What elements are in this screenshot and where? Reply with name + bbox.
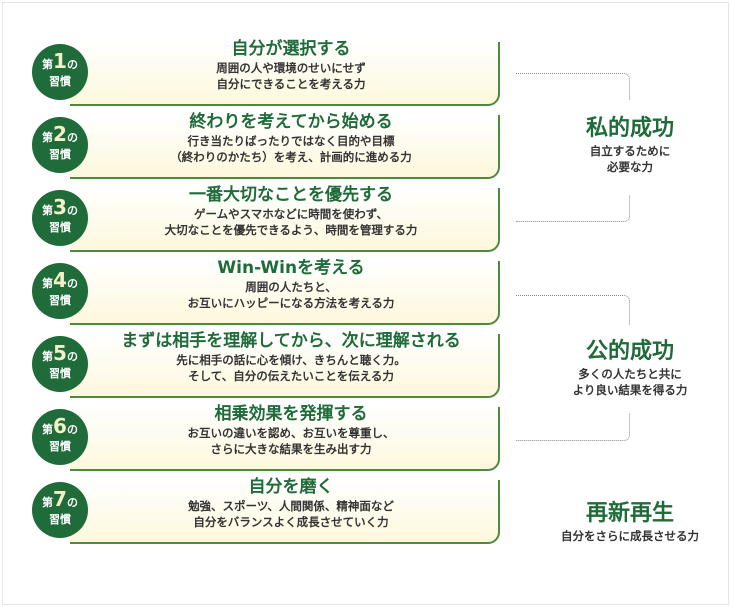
habit-title: 自分を磨く (248, 477, 334, 497)
habit-desc: そして、自分の伝えたいことを伝える力 (188, 369, 394, 383)
habit-card (70, 115, 500, 179)
badge-label: 習慣 (49, 367, 71, 380)
habit-row: 第3の 習慣 一番大切なことを優先する ゲームやスマホなどに時間を使わず、 大切… (30, 184, 500, 252)
habit-desc: お互いの違いを認め、お互いを尊重し、 (187, 426, 395, 440)
badge-label: 習慣 (49, 148, 71, 161)
habit-card (70, 407, 500, 471)
badge-number: 5 (53, 341, 67, 365)
badge-prefix: 第 (42, 350, 54, 363)
habit-row: 第2の 習慣 終わりを考えてから始める 行き当たりばったりではなく目的や目標 （… (30, 111, 500, 179)
habit-title: Win-Winを考える (217, 258, 365, 278)
habit-card (70, 42, 500, 106)
habit-number-badge: 第2の 習慣 (32, 117, 88, 173)
bracket-gap (600, 100, 660, 195)
habit-desc: 勉強、スポーツ、人間関係、精神面など (188, 499, 394, 513)
habit-row: 第1の 習慣 自分が選択する 周囲の人や環境のせいにせず 自分にできることを考え… (30, 38, 500, 106)
badge-prefix: 第 (42, 496, 54, 509)
badge-number: 1 (53, 49, 67, 73)
badge-number: 3 (53, 195, 67, 219)
habit-desc: 大切なことを優先できるよう、時間を管理する力 (164, 223, 418, 237)
habit-desc: 行き当たりばったりではなく目的や目標 (187, 134, 395, 148)
group-desc: 多くの人たちと共に (578, 367, 682, 381)
group-desc: 必要な力 (607, 160, 653, 174)
group-desc: 自分をさらに成長させる力 (561, 529, 699, 543)
habit-number-badge: 第1の 習慣 (32, 44, 88, 100)
habit-row: 第7の 習慣 自分を磨く 勉強、スポーツ、人間関係、精神面など 自分をバランスよ… (30, 476, 500, 544)
badge-suffix: の (66, 277, 78, 290)
badge-number: 2 (53, 122, 67, 146)
habit-row: 第4の 習慣 Win-Winを考える 周囲の人たちと、 お互いにハッピーになる方… (30, 257, 500, 325)
badge-suffix: の (66, 204, 78, 217)
habit-card (70, 188, 500, 252)
badge-number: 7 (53, 487, 67, 511)
group-renewal: 再新再生 自分をさらに成長させる力 (540, 500, 720, 544)
habit-desc: お互いにハッピーになる方法を考える力 (187, 296, 395, 310)
habit-number-badge: 第7の 習慣 (32, 482, 88, 538)
badge-label: 習慣 (49, 75, 71, 88)
habit-title: まずは相手を理解してから、次に理解される (121, 331, 461, 351)
group-public-success: 公的成功 多くの人たちと共に より良い結果を得る力 (540, 338, 720, 398)
habit-card (70, 261, 500, 325)
habit-desc: さらに大きな結果を生み出す力 (210, 442, 372, 456)
group-title: 私的成功 (585, 116, 674, 141)
habit-number-badge: 第3の 習慣 (32, 190, 88, 246)
badge-suffix: の (66, 423, 78, 436)
habit-desc: 自分をバランスよく成長させていく力 (193, 515, 389, 529)
habit-title: 相乗効果を発揮する (214, 404, 368, 424)
badge-number: 6 (53, 414, 67, 438)
habit-row: 第6の 習慣 相乗効果を発揮する お互いの違いを認め、お互いを尊重し、 さらに大… (30, 403, 500, 471)
badge-suffix: の (66, 58, 78, 71)
badge-suffix: の (66, 350, 78, 363)
badge-prefix: 第 (42, 423, 54, 436)
badge-suffix: の (66, 496, 78, 509)
habit-desc: ゲームやスマホなどに時間を使わず、 (193, 207, 388, 221)
badge-prefix: 第 (42, 204, 54, 217)
badge-suffix: の (66, 131, 78, 144)
group-desc: 自立するために (589, 144, 671, 158)
badge-label: 習慣 (49, 294, 71, 307)
habit-card (70, 480, 500, 544)
habit-title: 終わりを考えてから始める (189, 112, 393, 132)
badge-prefix: 第 (42, 131, 54, 144)
group-private-success: 私的成功 自立するために 必要な力 (540, 115, 720, 175)
group-desc: より良い結果を得る力 (572, 383, 688, 397)
badge-prefix: 第 (42, 58, 54, 71)
habit-desc: （終わりのかたち）を考え、計画的に進める力 (170, 150, 412, 164)
habit-row: 第5の 習慣 まずは相手を理解してから、次に理解される 先に相手の話に心を傾け、… (30, 330, 500, 398)
badge-label: 習慣 (49, 221, 71, 234)
habit-title: 自分が選択する (231, 39, 351, 59)
badge-number: 4 (53, 268, 67, 292)
badge-label: 習慣 (49, 513, 71, 526)
habit-title: 一番大切なことを優先する (189, 185, 393, 205)
habit-desc: 周囲の人たちと、 (245, 280, 337, 294)
habit-number-badge: 第6の 習慣 (32, 409, 88, 465)
badge-label: 習慣 (49, 440, 71, 453)
habit-desc: 周囲の人や環境のせいにせず (216, 61, 366, 75)
group-title: 再新再生 (585, 501, 674, 526)
bracket-gap (600, 325, 660, 413)
habit-card (70, 334, 500, 398)
badge-prefix: 第 (42, 277, 54, 290)
habit-number-badge: 第5の 習慣 (32, 336, 88, 392)
habit-desc: 先に相手の話に心を傾け、きちんと聴く力。 (176, 353, 406, 367)
group-title: 公的成功 (585, 339, 674, 364)
habit-number-badge: 第4の 習慣 (32, 263, 88, 319)
habit-desc: 自分にできることを考える力 (216, 77, 366, 91)
